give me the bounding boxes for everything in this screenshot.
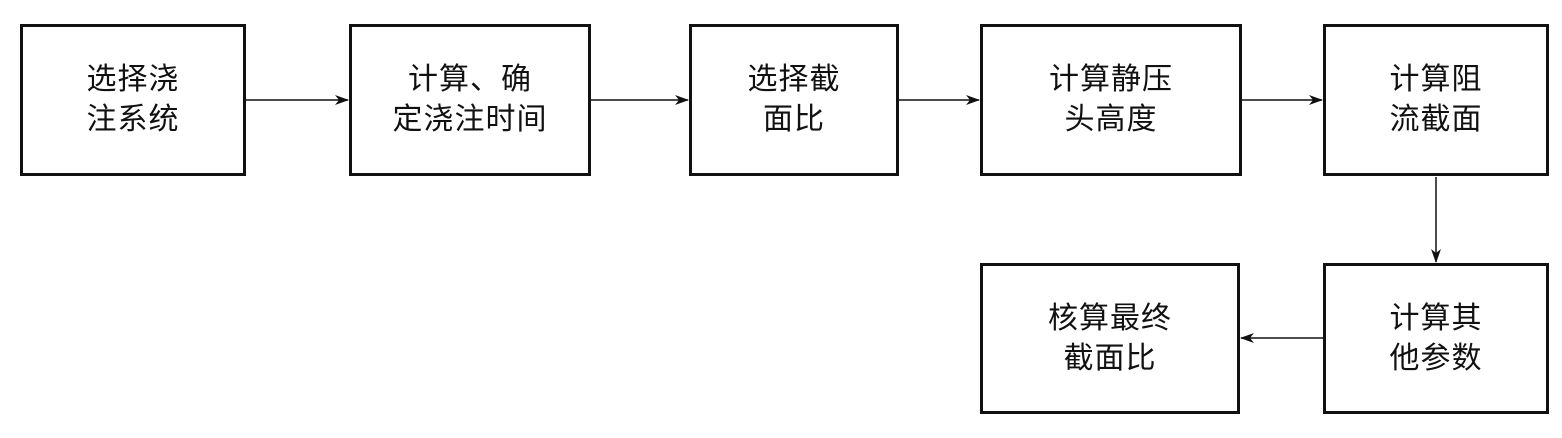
node-label-line: 定浇注时间 xyxy=(392,102,548,137)
node-label-line: 计算其 xyxy=(1389,300,1483,336)
node-calculate-static-head: 计算静压 头高度 xyxy=(980,24,1242,176)
node-label-line: 选择浇 xyxy=(86,62,180,97)
node-label-line: 流截面 xyxy=(1389,102,1483,137)
node-label-line: 计算静压 xyxy=(1049,62,1173,97)
node-label-line: 计算、确 xyxy=(408,62,532,97)
node-label-line: 截面比 xyxy=(1063,340,1157,376)
node-label-line: 注系统 xyxy=(86,102,180,137)
node-label-line: 面比 xyxy=(763,102,825,137)
node-check-final-section-ratio: 核算最终 截面比 xyxy=(980,263,1240,414)
node-calculate-other-parameters: 计算其 他参数 xyxy=(1323,263,1549,414)
node-label-line: 他参数 xyxy=(1389,340,1483,376)
node-label-line: 核算最终 xyxy=(1048,300,1172,336)
node-calculate-choke-section: 计算阻 流截面 xyxy=(1323,24,1549,176)
node-label-line: 选择截 xyxy=(747,62,841,97)
node-select-gating-system: 选择浇 注系统 xyxy=(20,24,246,176)
node-calculate-pouring-time: 计算、确 定浇注时间 xyxy=(349,24,591,176)
node-label-line: 头高度 xyxy=(1064,102,1158,137)
node-label-line: 计算阻 xyxy=(1389,62,1483,97)
node-select-section-ratio: 选择截 面比 xyxy=(689,24,899,176)
